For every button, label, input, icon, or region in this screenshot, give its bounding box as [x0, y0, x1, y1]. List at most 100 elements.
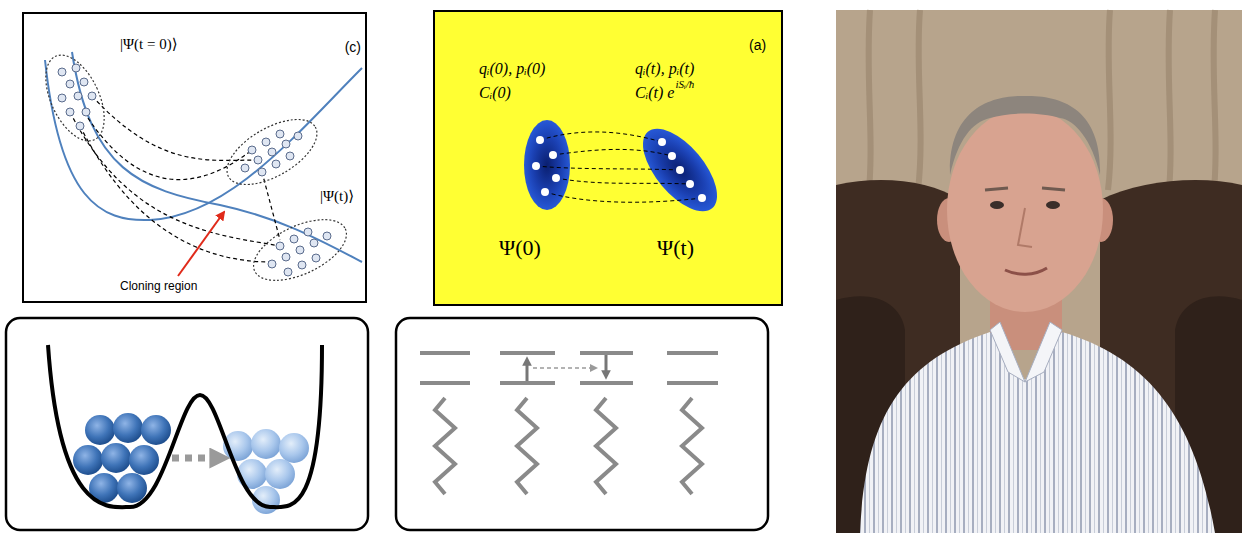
spring-zigzag [435, 398, 455, 494]
state-label: |Ψ(t = 0)⟩ [120, 36, 178, 53]
photo-background [836, 10, 1242, 533]
basis-dot [284, 268, 292, 276]
transfer-arrow [172, 455, 222, 462]
figure-panel: (a)qᵢ(0), pᵢ(0)Cᵢ(0)qᵢ(t), pᵢ(t)Cᵢ(t) ei… [433, 10, 783, 306]
energy-level [500, 381, 555, 385]
ball [117, 473, 147, 503]
basis-dot [268, 148, 276, 156]
excitation-arrow [605, 355, 608, 376]
basis-dot [76, 122, 84, 130]
basis-dot [312, 254, 320, 262]
basis-dot [298, 261, 306, 269]
mouth [1005, 268, 1047, 274]
basis-dot [268, 260, 276, 268]
ball [265, 459, 295, 489]
basis-dot [66, 80, 74, 88]
wavepacket-outline [34, 46, 116, 150]
basis-dot [310, 239, 318, 247]
energy-level [420, 381, 470, 385]
trajectory [540, 132, 662, 142]
eye [1046, 201, 1060, 209]
energy-level [500, 351, 555, 355]
basis-dot [290, 235, 298, 243]
basis-dot [82, 108, 90, 116]
ball [237, 459, 267, 489]
panel-letter: (a) [749, 38, 766, 53]
ball [73, 445, 103, 475]
curtain-fold [918, 10, 921, 190]
ball [141, 415, 171, 445]
hair [950, 96, 1100, 175]
basis-dot [88, 92, 96, 100]
spring-zigzag [682, 398, 702, 494]
transfer-arrow [533, 367, 596, 369]
curtain-fold [1108, 10, 1111, 190]
curtain-fold [868, 10, 871, 200]
wavepacket-outline [217, 106, 328, 198]
shirt-collar [1025, 322, 1062, 382]
exponent-label: iSᵢ/ħ [675, 78, 694, 90]
basis-dot [698, 194, 706, 202]
basis-dot [282, 253, 290, 261]
wavepacket-outline [245, 207, 356, 293]
curtain-fold [1213, 10, 1216, 200]
basis-dot [276, 242, 284, 250]
ball [129, 445, 159, 475]
basis-dot [668, 152, 676, 160]
state-label: |Ψ(t)⟩ [320, 188, 354, 205]
basis-dot [658, 138, 666, 146]
basis-dot [532, 162, 540, 170]
energy-level [667, 351, 718, 355]
spring-zigzag [596, 398, 616, 494]
ball [251, 429, 281, 459]
figure-panel: (c)|Ψ(t = 0)⟩|Ψ(t)⟩Cloning region [22, 12, 367, 303]
wavefunction-label: Ψ(t) [657, 236, 694, 260]
eyebrow [985, 188, 1008, 190]
pointer-arrow [178, 212, 224, 276]
wavepacket [629, 116, 730, 223]
variable-label: Cᵢ(0) [479, 84, 511, 102]
ball-group [73, 413, 309, 514]
potential-curve [72, 52, 362, 262]
basis-dot [72, 64, 80, 72]
trajectory [262, 172, 280, 240]
basis-dot [282, 140, 290, 148]
basis-dot [248, 146, 256, 154]
variable-label: Cᵢ(t) e [635, 84, 674, 102]
basis-dot [294, 132, 302, 140]
basis-dot [552, 174, 560, 182]
basis-dot [66, 108, 74, 116]
basis-dot [241, 164, 249, 172]
spring-zigzag [517, 398, 537, 494]
trajectory [80, 126, 272, 262]
panel-ground [433, 10, 783, 306]
basis-dot [536, 136, 544, 144]
wavepacket [524, 120, 570, 210]
trajectory [84, 112, 252, 180]
eyebrow [1042, 188, 1065, 190]
energy-level [580, 351, 633, 355]
basis-dot [74, 92, 82, 100]
panel-frame [396, 318, 768, 530]
panel-letter: (c) [345, 40, 361, 55]
basis-dot [272, 160, 280, 168]
panel-ground [22, 12, 367, 303]
curtain-fold [1168, 10, 1171, 200]
basis-dot [254, 156, 262, 164]
energy-level [420, 351, 470, 355]
double-well [48, 345, 322, 507]
wavefunction-label: Ψ(0) [499, 236, 541, 260]
nose [1018, 208, 1032, 247]
energy-level [667, 381, 718, 385]
basis-dot [80, 78, 88, 86]
energy-level [580, 381, 633, 385]
basis-dot [304, 228, 312, 236]
arrow-head [590, 364, 598, 372]
basis-dot [258, 168, 266, 176]
basis-dot [262, 138, 270, 146]
basis-dot [58, 68, 66, 76]
basis-dot [58, 94, 66, 102]
trajectory [92, 96, 258, 160]
